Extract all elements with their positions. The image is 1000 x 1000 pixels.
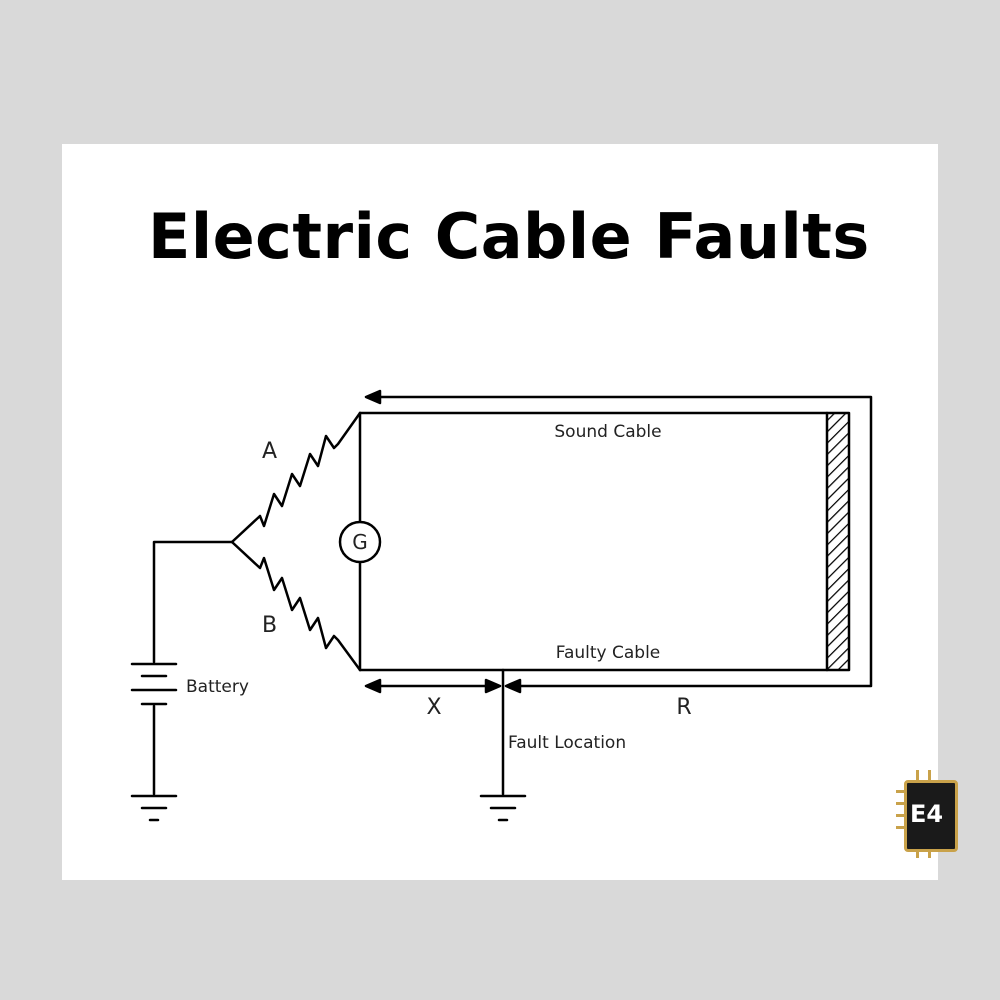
logo-chip-icon bbox=[904, 780, 958, 852]
return-arrow-head bbox=[364, 389, 382, 405]
page-title: Electric Cable Faults bbox=[148, 200, 870, 273]
galvanometer bbox=[338, 520, 382, 564]
return-loop-wire bbox=[368, 395, 873, 688]
resistor-b bbox=[230, 540, 362, 672]
brand-logo: E4 bbox=[892, 768, 958, 860]
resistor-b-label: B bbox=[262, 613, 277, 638]
sound-cable-label: Sound Cable bbox=[554, 422, 661, 442]
distance-r-label: R bbox=[676, 695, 691, 720]
far-end-link bbox=[825, 411, 851, 672]
fault-location-label: Fault Location bbox=[508, 733, 626, 753]
resistor-a-label: A bbox=[262, 439, 277, 464]
r-arrow-head bbox=[504, 678, 522, 694]
battery-wire-top bbox=[152, 540, 234, 664]
galvanometer-label: G bbox=[352, 530, 368, 554]
x-arrow-right-head bbox=[484, 678, 502, 694]
faulty-cable-label: Faulty Cable bbox=[556, 643, 661, 663]
cable-fault-circuit: A B G Sound Cable Faulty Cable Battery X… bbox=[130, 389, 873, 822]
resistor-a bbox=[230, 411, 362, 544]
diagram-card: Electric Cable Faults bbox=[62, 144, 958, 880]
distance-x-label: X bbox=[426, 695, 441, 720]
x-arrow-left-head bbox=[364, 678, 382, 694]
battery-label: Battery bbox=[186, 677, 249, 697]
logo-text: E4 bbox=[910, 800, 944, 828]
